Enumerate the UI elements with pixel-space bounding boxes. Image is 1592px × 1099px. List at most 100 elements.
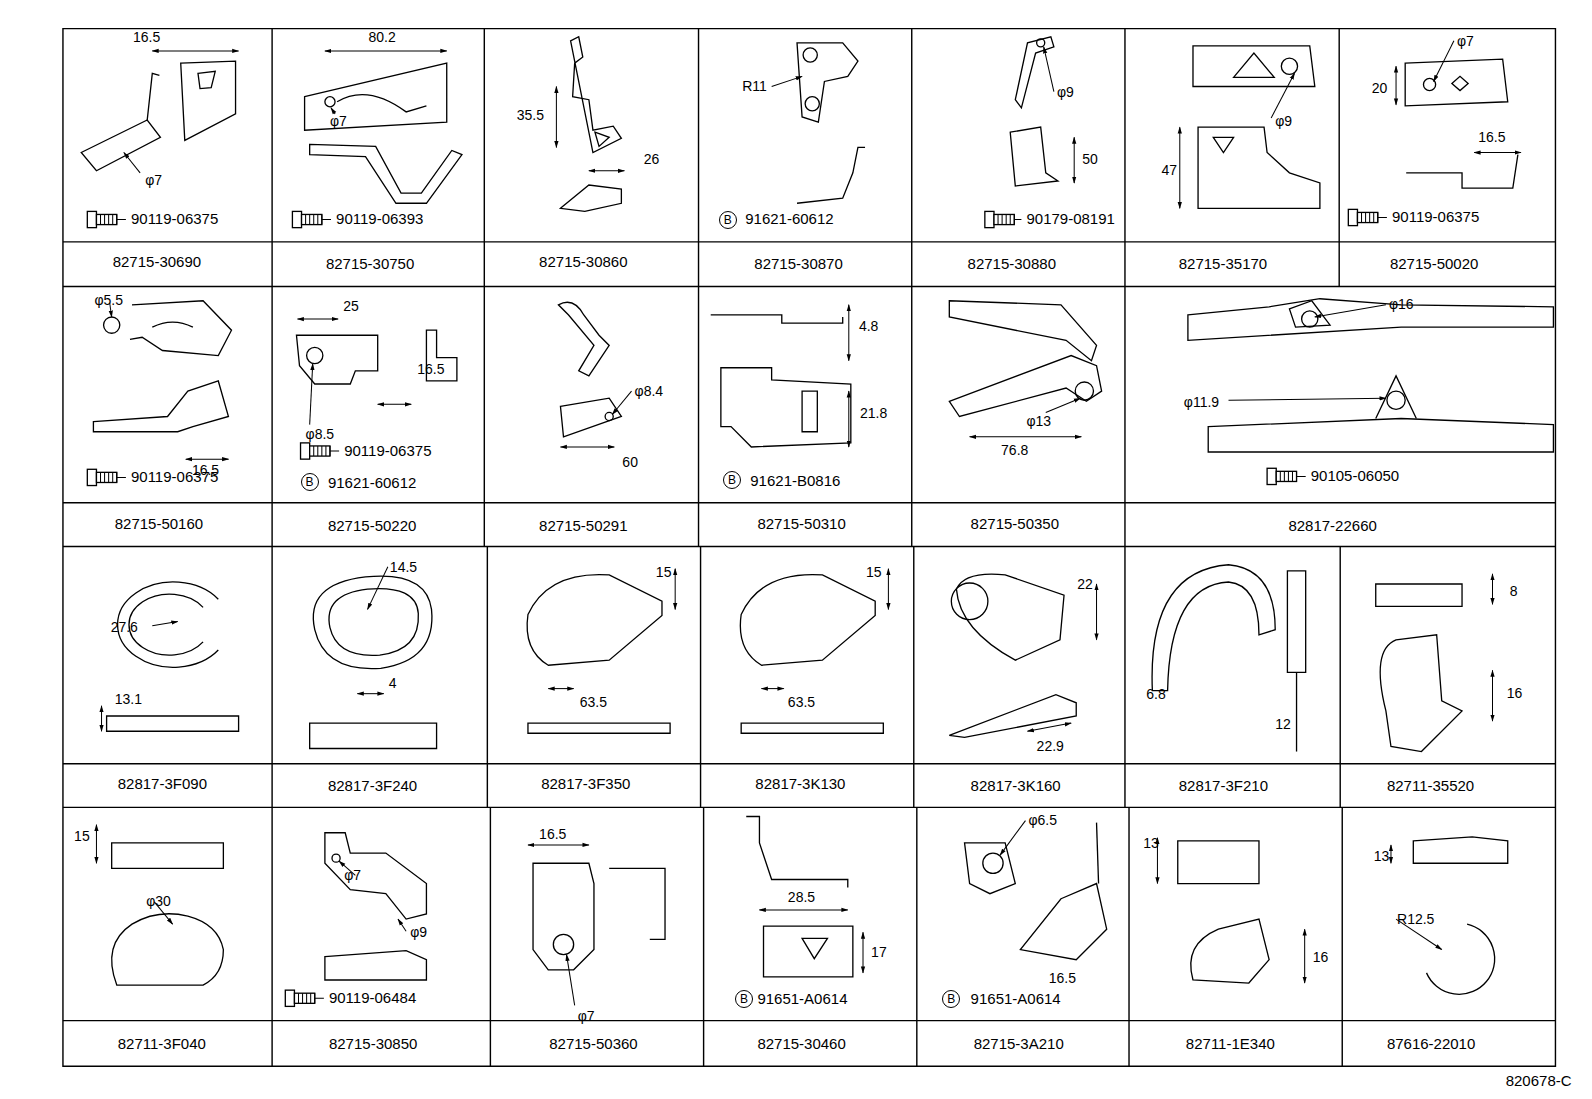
part-outline — [1413, 837, 1507, 863]
table-rule — [63, 502, 1556, 503]
table-rule — [1338, 29, 1339, 287]
part-number: 82817-3F090 — [117, 776, 208, 793]
hole — [307, 347, 323, 363]
dimension-value: 22.9 — [1036, 739, 1065, 754]
dimension-line — [1027, 723, 1071, 731]
part-outline — [147, 73, 159, 120]
table-rule — [63, 546, 1556, 547]
leader-line — [310, 364, 313, 425]
part-outline — [1406, 155, 1518, 189]
dimension-value: 16 — [1312, 950, 1330, 965]
table-rule — [484, 287, 485, 547]
dimension-value: φ30 — [145, 894, 172, 909]
part-number: 82715-3A210 — [973, 1036, 1065, 1053]
part-number: 87616-22010 — [1386, 1036, 1476, 1053]
dimension-value: 15 — [865, 565, 883, 580]
part-number: 90179-08191 — [1025, 211, 1115, 228]
part-number: 82715-30880 — [967, 256, 1057, 273]
part-outline — [528, 723, 670, 733]
dimension-value: 13 — [1373, 849, 1391, 864]
part-number: 82817-3F210 — [1178, 778, 1269, 795]
dimension-line — [848, 391, 849, 447]
table-rule — [911, 29, 912, 287]
part-outline — [533, 863, 594, 970]
dimension-value: 35.5 — [516, 108, 545, 123]
dimension-value: 13.1 — [114, 692, 143, 707]
bolt-symbol — [292, 211, 331, 227]
dimension-line — [325, 50, 447, 51]
dimension-value: 76.8 — [1000, 443, 1029, 458]
leader-line — [612, 391, 631, 414]
dimension-value: 20 — [1371, 81, 1389, 96]
part-outline — [711, 315, 843, 323]
hole — [605, 412, 613, 420]
part-outline — [741, 723, 883, 733]
dimension-value: 8 — [1509, 584, 1519, 599]
dimension-line — [96, 825, 97, 864]
part-outline — [310, 144, 462, 203]
dimension-value: 17 — [870, 945, 888, 960]
part-outline — [1380, 635, 1462, 752]
dimension-line — [528, 844, 589, 845]
table-rule — [63, 241, 1556, 242]
part-number: 90105-06050 — [1310, 468, 1400, 485]
hole — [325, 97, 335, 107]
bolt-symbol — [985, 211, 1022, 227]
hole — [951, 583, 988, 620]
table-rule — [916, 807, 917, 1066]
dimension-line — [560, 446, 614, 447]
part-outline — [558, 302, 609, 376]
dimension-value: 16.5 — [538, 827, 567, 842]
dimension-value: 16.5 — [132, 30, 161, 45]
part-outline — [721, 368, 851, 447]
table-rule — [63, 1020, 1556, 1021]
table-rule — [271, 287, 272, 547]
part-outline — [1376, 376, 1417, 419]
bolt-symbol — [285, 990, 324, 1006]
part-outline — [956, 574, 1064, 660]
dimension-value: φ13 — [1025, 414, 1052, 429]
part-outline — [595, 132, 609, 146]
dimension-line — [848, 305, 849, 361]
bolt-symbol — [87, 469, 126, 485]
part-outline — [746, 817, 848, 888]
part-outline — [313, 576, 432, 669]
hole — [1387, 391, 1405, 409]
part-number: 82817-3F240 — [327, 778, 418, 795]
part-outline — [107, 716, 239, 731]
dimension-value: 80.2 — [368, 30, 397, 45]
leader-line — [152, 622, 177, 626]
leader-line — [567, 955, 575, 1006]
dimension-value: φ7 — [329, 114, 348, 129]
part-outline — [949, 356, 1101, 417]
table-rule — [913, 546, 914, 807]
symbol-mark: B — [719, 211, 737, 229]
dimension-value: φ11.9 — [1183, 395, 1220, 410]
part-outline — [1452, 76, 1468, 90]
dimension-value: φ9 — [1056, 85, 1075, 100]
dimension-line — [1390, 845, 1391, 863]
part-number: 91621-60612 — [327, 475, 417, 492]
bolt-symbol — [301, 443, 340, 459]
part-number: 82715-35170 — [1178, 256, 1268, 273]
part-outline — [112, 843, 224, 868]
part-outline — [740, 575, 875, 666]
part-outline — [1191, 919, 1269, 983]
part-outline — [325, 951, 427, 980]
dimension-line — [1179, 127, 1180, 208]
part-number: 90119-06393 — [335, 211, 424, 228]
dimension-value: φ7 — [1456, 34, 1475, 49]
part-number: 82715-50360 — [548, 1036, 638, 1053]
part-outline — [1213, 137, 1233, 152]
part-outline — [560, 185, 621, 211]
hole — [805, 97, 819, 111]
part-outline — [764, 926, 853, 977]
hole — [1281, 58, 1297, 74]
dimension-value: 4 — [388, 676, 398, 691]
leader-line — [398, 919, 406, 931]
dimension-line — [1396, 66, 1397, 105]
dimension-line — [101, 706, 102, 731]
table-rule — [63, 29, 1556, 1067]
dimension-line — [297, 319, 338, 320]
dimension-value: 12 — [1274, 717, 1292, 732]
